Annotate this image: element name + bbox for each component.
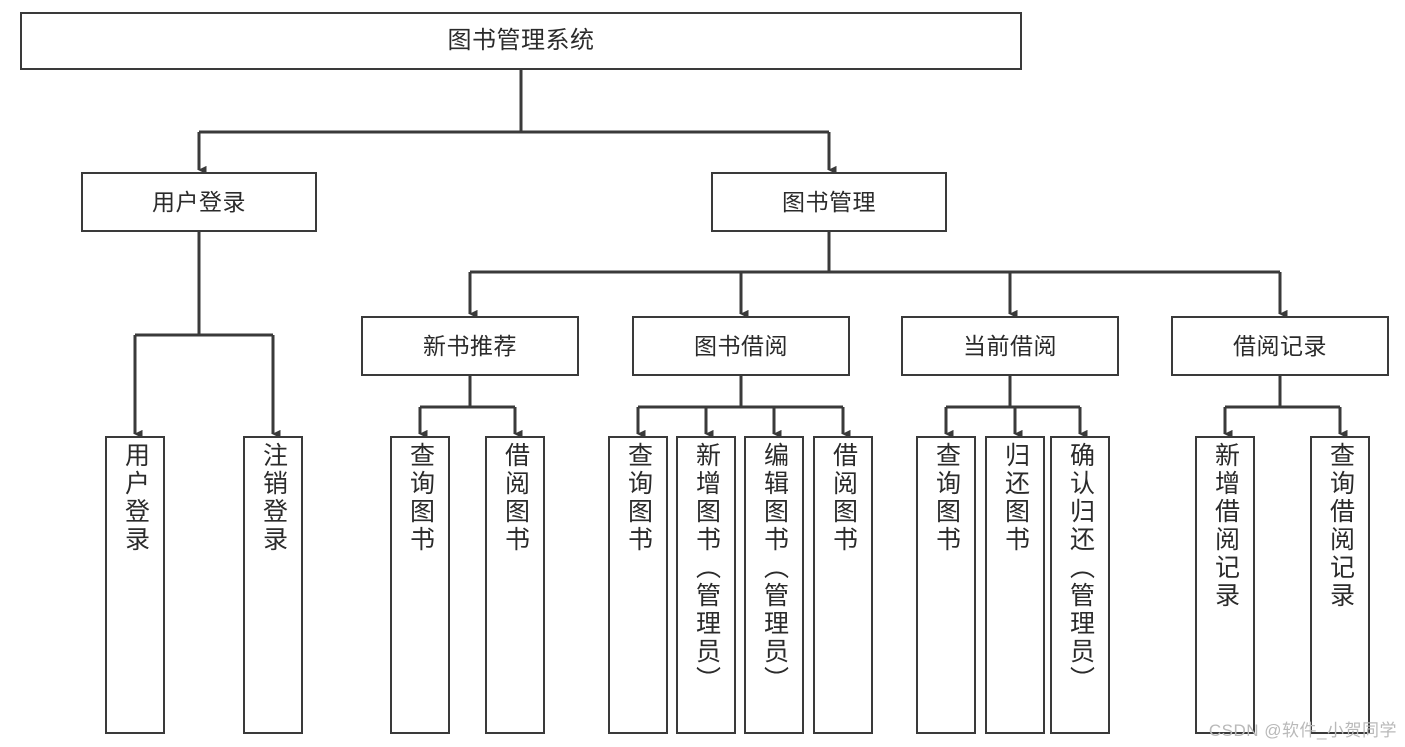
node-leaf-add-record[interactable]: 新增借阅记录 — [1195, 436, 1255, 734]
node-label-leaf-add-record: 新增借阅记录 — [1211, 442, 1240, 610]
node-label-leaf-confirm-return: 确认归还（管理员） — [1066, 442, 1095, 694]
node-label-book-borrow: 图书借阅 — [694, 332, 788, 359]
node-user-login[interactable]: 用户登录 — [81, 172, 317, 232]
node-leaf-query-record[interactable]: 查询借阅记录 — [1310, 436, 1370, 734]
node-borrow-record[interactable]: 借阅记录 — [1171, 316, 1389, 376]
node-label-leaf-borrow-book-2: 借阅图书 — [829, 442, 858, 554]
node-label-leaf-logout: 注销登录 — [259, 442, 288, 554]
node-leaf-user-login[interactable]: 用户登录 — [105, 436, 165, 734]
node-root[interactable]: 图书管理系统 — [20, 12, 1022, 70]
node-label-root: 图书管理系统 — [447, 27, 595, 55]
node-leaf-add-book[interactable]: 新增图书（管理员） — [676, 436, 736, 734]
node-leaf-return-book[interactable]: 归还图书 — [985, 436, 1045, 734]
node-label-leaf-user-login: 用户登录 — [121, 442, 150, 554]
node-new-book-rec[interactable]: 新书推荐 — [361, 316, 579, 376]
node-label-borrow-record: 借阅记录 — [1233, 332, 1327, 359]
node-label-leaf-query-book-3: 查询图书 — [932, 442, 961, 554]
node-label-leaf-query-book-2: 查询图书 — [624, 442, 653, 554]
node-leaf-borrow-book-2[interactable]: 借阅图书 — [813, 436, 873, 734]
node-label-leaf-return-book: 归还图书 — [1001, 442, 1030, 554]
node-label-current-borrow: 当前借阅 — [963, 332, 1057, 359]
node-label-leaf-add-book: 新增图书（管理员） — [692, 442, 721, 694]
node-label-new-book-rec: 新书推荐 — [423, 332, 517, 359]
node-label-leaf-query-book-1: 查询图书 — [406, 442, 435, 554]
node-book-borrow[interactable]: 图书借阅 — [632, 316, 850, 376]
node-leaf-query-book-2[interactable]: 查询图书 — [608, 436, 668, 734]
node-book-manage[interactable]: 图书管理 — [711, 172, 947, 232]
node-label-leaf-query-record: 查询借阅记录 — [1326, 442, 1355, 610]
node-leaf-edit-book[interactable]: 编辑图书（管理员） — [744, 436, 804, 734]
node-leaf-confirm-return[interactable]: 确认归还（管理员） — [1050, 436, 1110, 734]
node-label-leaf-borrow-book-1: 借阅图书 — [501, 442, 530, 554]
connector-group — [133, 70, 1348, 439]
node-label-book-manage: 图书管理 — [782, 188, 876, 215]
node-current-borrow[interactable]: 当前借阅 — [901, 316, 1119, 376]
node-leaf-logout[interactable]: 注销登录 — [243, 436, 303, 734]
node-leaf-borrow-book-1[interactable]: 借阅图书 — [485, 436, 545, 734]
node-label-user-login: 用户登录 — [152, 188, 246, 215]
node-leaf-query-book-3[interactable]: 查询图书 — [916, 436, 976, 734]
node-leaf-query-book-1[interactable]: 查询图书 — [390, 436, 450, 734]
node-label-leaf-edit-book: 编辑图书（管理员） — [760, 442, 789, 694]
